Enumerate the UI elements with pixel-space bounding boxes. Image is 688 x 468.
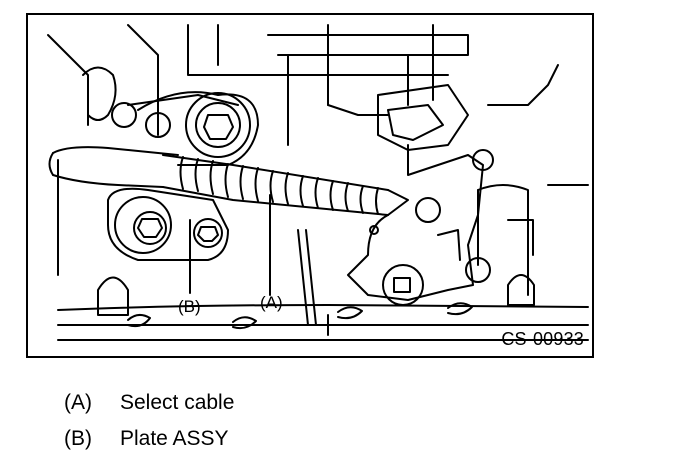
legend-item-a: (A) Select cable [64, 391, 234, 415]
legend-key: (A) [64, 391, 92, 414]
callout-b: (B) [178, 297, 201, 316]
mechanism-drawing [47, 24, 589, 341]
callout-a: (A) [260, 293, 283, 312]
legend-key: (B) [64, 427, 92, 450]
legend-label: Plate ASSY [120, 427, 229, 450]
figure-frame: (B) (A) CS-00933 [26, 13, 594, 358]
figure-code: CS-00933 [501, 329, 584, 349]
legend-item-b: (B) Plate ASSY [64, 427, 229, 451]
legend-label: Select cable [120, 391, 235, 414]
